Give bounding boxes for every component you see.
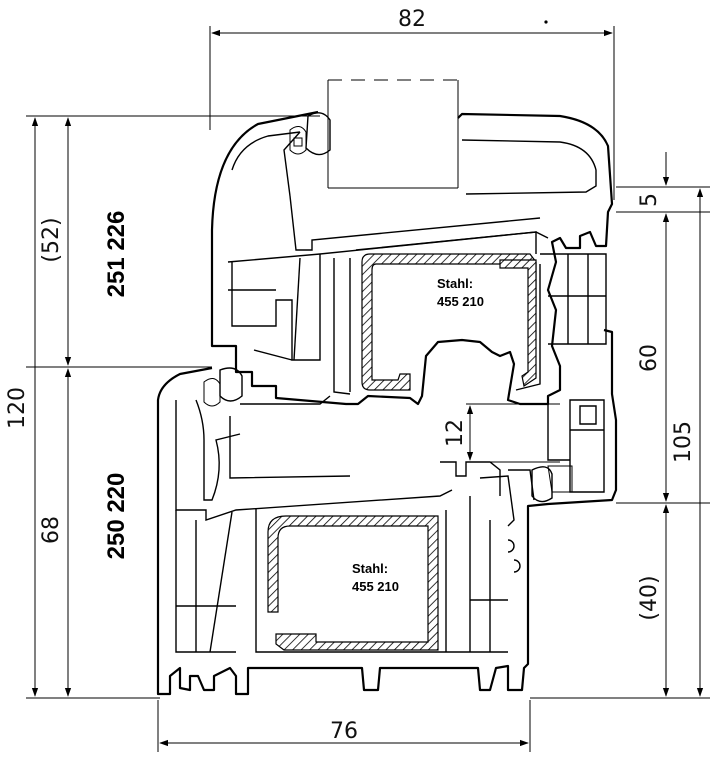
dim-bottom-width: 76 <box>330 719 358 744</box>
sash-profile <box>210 79 614 406</box>
dim-top-width: 82 <box>398 7 426 32</box>
frame-steel-label: Stahl: <box>352 561 388 576</box>
dimension-labels: 82 76 120 (52) 68 105 5 60 (40) 12 <box>5 7 696 744</box>
profile-codes: 251 226 250 220 <box>103 211 130 560</box>
dim-gap-top: 5 <box>637 193 662 207</box>
sash-profile-code: 251 226 <box>103 211 130 298</box>
dim-right-height: 105 <box>671 421 696 463</box>
sash-steel-label: Stahl: <box>437 276 473 291</box>
dim-sash-height: (52) <box>39 217 64 262</box>
glass-pane <box>327 79 459 189</box>
dimension-lines <box>26 20 710 752</box>
dim-right-upper: 60 <box>637 344 662 372</box>
dim-overlap: 12 <box>443 419 468 447</box>
dim-right-lower: (40) <box>637 575 662 620</box>
dim-total-height: 120 <box>5 387 30 429</box>
sash-outer-contour <box>210 110 614 406</box>
frame-profile <box>156 328 618 696</box>
dim-frame-height: 68 <box>39 516 64 544</box>
sash-steel-code: 455 210 <box>437 294 484 309</box>
frame-profile-code: 250 220 <box>103 473 130 560</box>
frame-steel-reinforcement: Stahl: 455 210 <box>267 515 439 651</box>
frame-steel-code: 455 210 <box>352 579 399 594</box>
frame-outer-contour <box>156 328 618 696</box>
sash-steel-reinforcement: Stahl: 455 210 <box>361 253 537 391</box>
